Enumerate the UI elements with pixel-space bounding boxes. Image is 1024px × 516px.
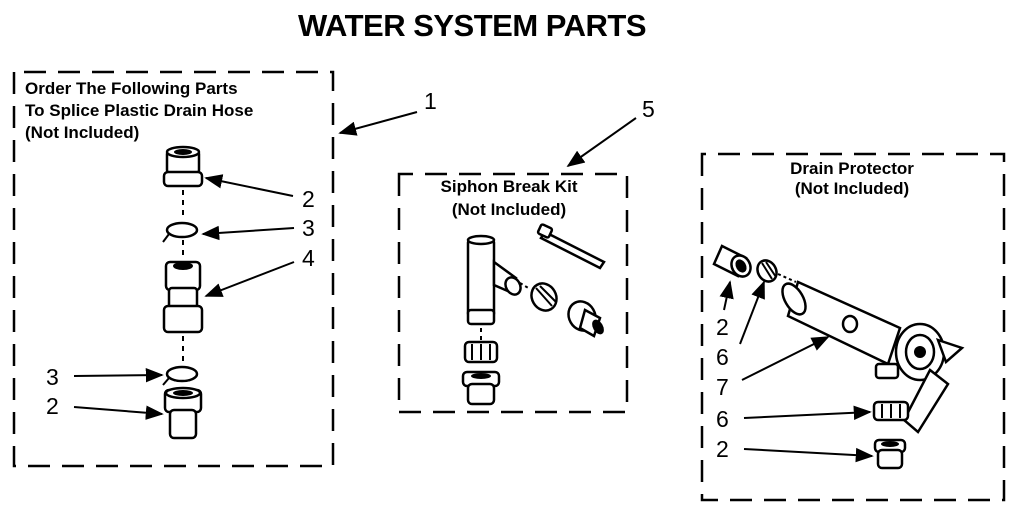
siphon-connector-lower [461, 370, 501, 406]
callout-2-top-arrow [204, 174, 294, 197]
callout-2-top: 2 [302, 186, 315, 212]
clamp-part-top [162, 221, 199, 243]
splice-parts-group: Order The Following Parts To Splice Plas… [12, 70, 437, 468]
callout-7: 7 [716, 374, 729, 400]
coupler-part [162, 260, 204, 334]
callout-3-top: 3 [302, 215, 315, 241]
protector-connector-lower [873, 438, 907, 470]
siphon-box-label-line-1: Siphon Break Kit [441, 177, 578, 196]
page-title: WATER SYSTEM PARTS [298, 8, 646, 43]
callout-7-arrow [741, 336, 830, 381]
siphon-nut-lower [463, 340, 499, 364]
callout-3-bottom: 3 [46, 364, 59, 390]
protector-box-label-line-1: Drain Protector [790, 159, 914, 178]
callout-2-left: 2 [716, 314, 729, 340]
callout-2-lower-arrow [743, 447, 874, 463]
callout-2-left-arrow [719, 280, 734, 311]
callout-5-arrow [566, 117, 637, 168]
siphon-box-label-line-2: (Not Included) [452, 200, 566, 219]
protector-body [781, 280, 965, 434]
callout-1: 1 [424, 88, 437, 114]
siphon-connector-side [567, 300, 604, 338]
splice-box-label-line-2: To Splice Plastic Drain Hose [25, 101, 253, 120]
siphon-axis-side [519, 282, 531, 290]
siphon-tee-fitting [466, 234, 522, 326]
callout-2-bottom-arrow [73, 405, 164, 420]
protector-box-label-line-2: (Not Included) [795, 179, 909, 198]
callout-2-bottom: 2 [46, 393, 59, 419]
callout-3-top-arrow [201, 225, 295, 241]
siphon-nut-side [530, 282, 558, 312]
callout-2-lower: 2 [716, 436, 729, 462]
splice-box-label-line-3: (Not Included) [25, 123, 139, 142]
clamp-part-bottom [162, 365, 199, 386]
callout-4: 4 [302, 245, 315, 271]
protector-nut-left [756, 259, 778, 283]
callout-4-arrow [204, 261, 295, 297]
siphon-hose-strap [536, 223, 606, 270]
protector-box-border [700, 152, 1006, 502]
splice-box-label-line-1: Order The Following Parts [25, 79, 238, 98]
protector-axis [777, 273, 797, 283]
callout-1-arrow [338, 111, 418, 136]
callout-6-lower: 6 [716, 406, 729, 432]
callout-6-lower-arrow [743, 405, 872, 420]
siphon-break-kit-group: Siphon Break Kit (Not Included) 5 [397, 96, 655, 414]
callout-6-left: 6 [716, 344, 729, 370]
connector-part-top [162, 145, 204, 188]
protector-connector-left [712, 244, 752, 278]
callout-6-left-arrow [739, 280, 765, 345]
protector-nut-lower [872, 400, 910, 422]
callout-3-bottom-arrow [73, 367, 164, 383]
drain-protector-group: Drain Protector (Not Included) [700, 152, 1006, 502]
callout-5: 5 [642, 96, 655, 122]
connector-part-bottom [163, 386, 203, 440]
